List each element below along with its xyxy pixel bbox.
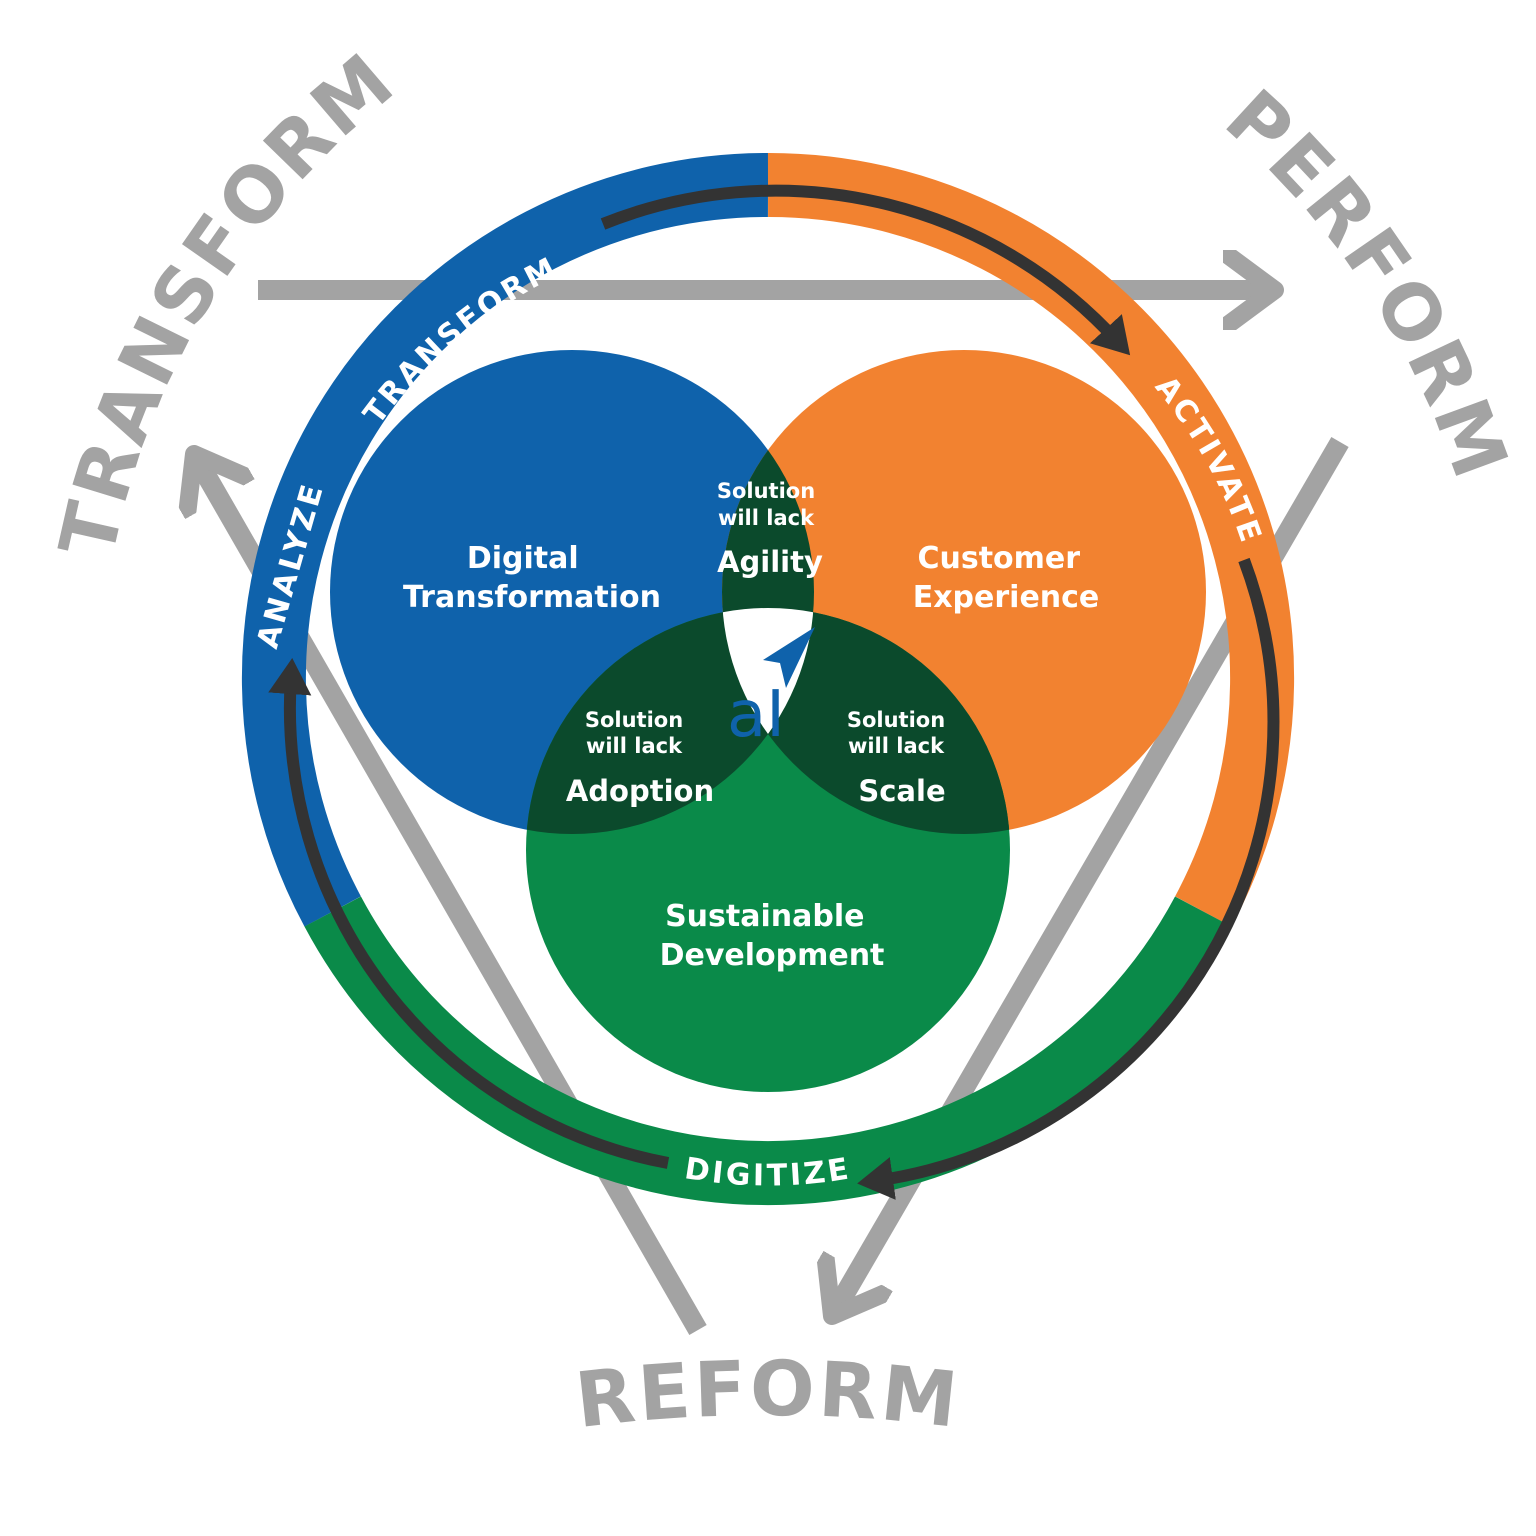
- cycle-arrow-right: [857, 557, 1280, 1200]
- ring-segment-blue: [241, 152, 769, 927]
- customer-experience-title: Customer Experience: [913, 541, 1100, 615]
- overlap-adoption: [526, 608, 814, 834]
- center-logo: aI: [727, 627, 815, 752]
- adoption-label: Solution will lack Adoption: [566, 708, 714, 808]
- scale-label: Solution will lack Scale: [847, 708, 949, 808]
- outer-label-reform: REFORM: [571, 1344, 964, 1445]
- sustainable-development-title: Sustainable Development: [660, 899, 885, 973]
- paper-plane-icon: [763, 627, 815, 688]
- agility-label: Solution will lack Agility: [717, 479, 823, 579]
- cycle-arrow-top: [600, 184, 1131, 356]
- overlap-scale: [722, 608, 1010, 834]
- cycle-arrows: [268, 184, 1280, 1200]
- logo-wordmark: aI: [727, 678, 785, 752]
- venn-diagram: [330, 350, 1206, 1092]
- digital-transformation-title: Digital Transformation: [403, 541, 661, 615]
- cycle-arrow-left: [268, 658, 670, 1169]
